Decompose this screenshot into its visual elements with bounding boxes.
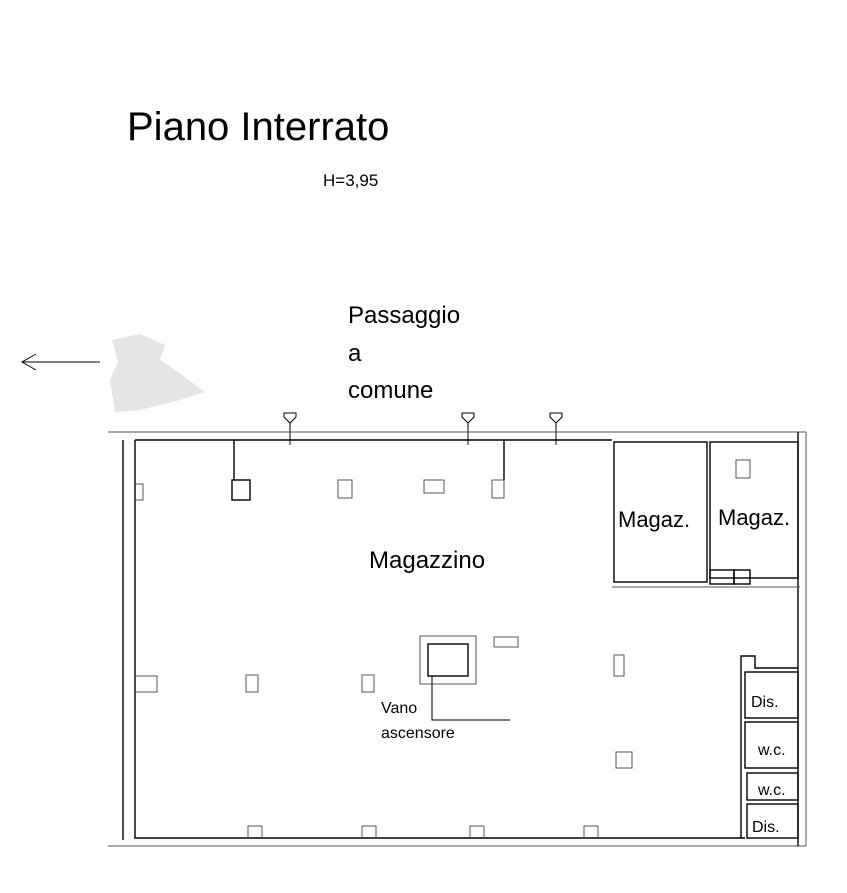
elevator-label-1: Vano [381,700,417,717]
pillars [231,459,751,769]
room-label-magaz-2: Magaz. [718,505,790,530]
room-label-dis-1: Dis. [751,694,779,711]
walls [108,431,807,847]
stamp-smudge [110,334,205,412]
passage-label-3: comune [348,377,433,404]
height-label: H=3,95 [323,171,378,190]
plan-title: Piano Interrato [127,105,389,149]
arrow-left-icon [20,353,100,371]
elevator-shaft [419,635,510,721]
room-label-wc-1: w.c. [757,742,786,759]
passage-label-1: Passaggio [348,302,460,329]
room-label-dis-2: Dis. [752,819,780,836]
entrance-arrow-icon [283,412,563,445]
room-label-magaz-1: Magaz. [618,507,690,532]
elevator-label-2: ascensore [381,725,455,742]
room-label-magazzino: Magazzino [369,547,485,574]
room-label-wc-2: w.c. [757,782,786,799]
passage-label-2: a [348,340,362,367]
